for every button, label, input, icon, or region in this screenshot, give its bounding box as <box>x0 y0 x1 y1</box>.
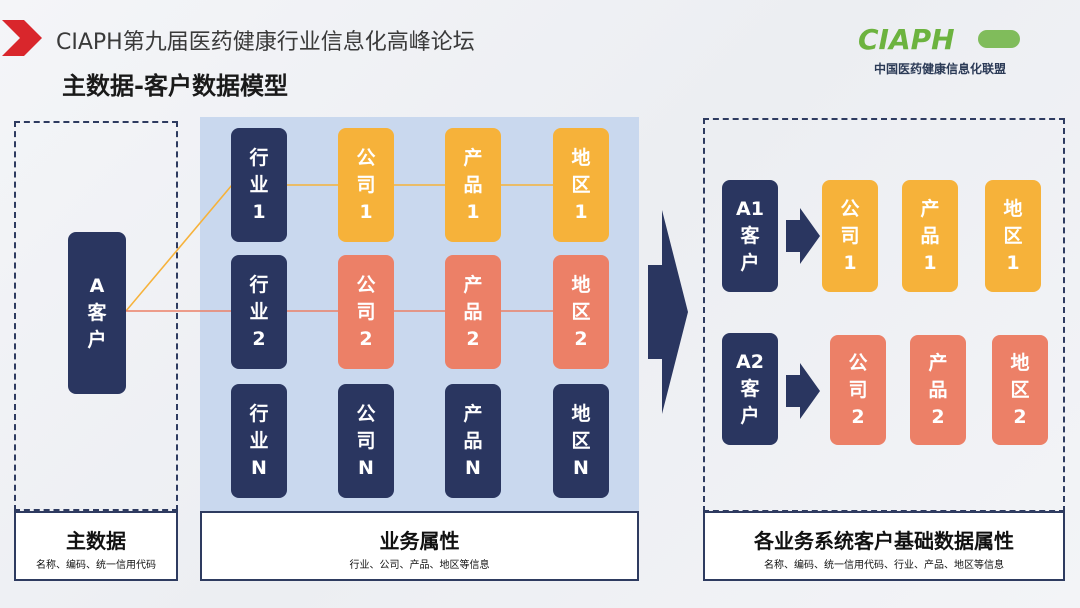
logo-subtitle: 中国医药健康信息化联盟 <box>873 62 1006 76</box>
arrow-a2-icon <box>786 363 820 419</box>
business-attributes-footer: 业务属性 行业、公司、产品、地区等信息 <box>200 511 639 581</box>
master-data-footer: 主数据 名称、编码、统一信用代码 <box>14 511 178 581</box>
svg-text:CIAPH: CIAPH <box>858 24 955 54</box>
business-attributes-subtitle: 行业、公司、产品、地区等信息 <box>349 560 490 571</box>
ciaph-logo: CIAPH <box>858 24 1020 54</box>
header-arrow-icon <box>2 20 42 56</box>
system-attributes-footer: 各业务系统客户基础数据属性 名称、编码、统一信用代码、行业、产品、地区等信息 <box>703 511 1065 581</box>
master-data-title: 主数据 <box>66 529 126 553</box>
master-data-container <box>14 121 178 511</box>
conference-title: CIAPH第九届医药健康行业信息化高峰论坛 <box>56 30 475 55</box>
arrow-a1-icon <box>786 208 820 264</box>
system-attributes-title: 各业务系统客户基础数据属性 <box>754 529 1014 553</box>
system-attributes-subtitle: 名称、编码、统一信用代码、行业、产品、地区等信息 <box>764 560 1004 571</box>
customer-a-block: A 客 户 <box>68 232 126 394</box>
business-attributes-title: 业务属性 <box>379 529 460 553</box>
big-right-arrow-icon <box>648 210 688 414</box>
master-data-subtitle: 名称、编码、统一信用代码 <box>36 560 156 571</box>
page-title: 主数据-客户数据模型 <box>62 72 288 100</box>
